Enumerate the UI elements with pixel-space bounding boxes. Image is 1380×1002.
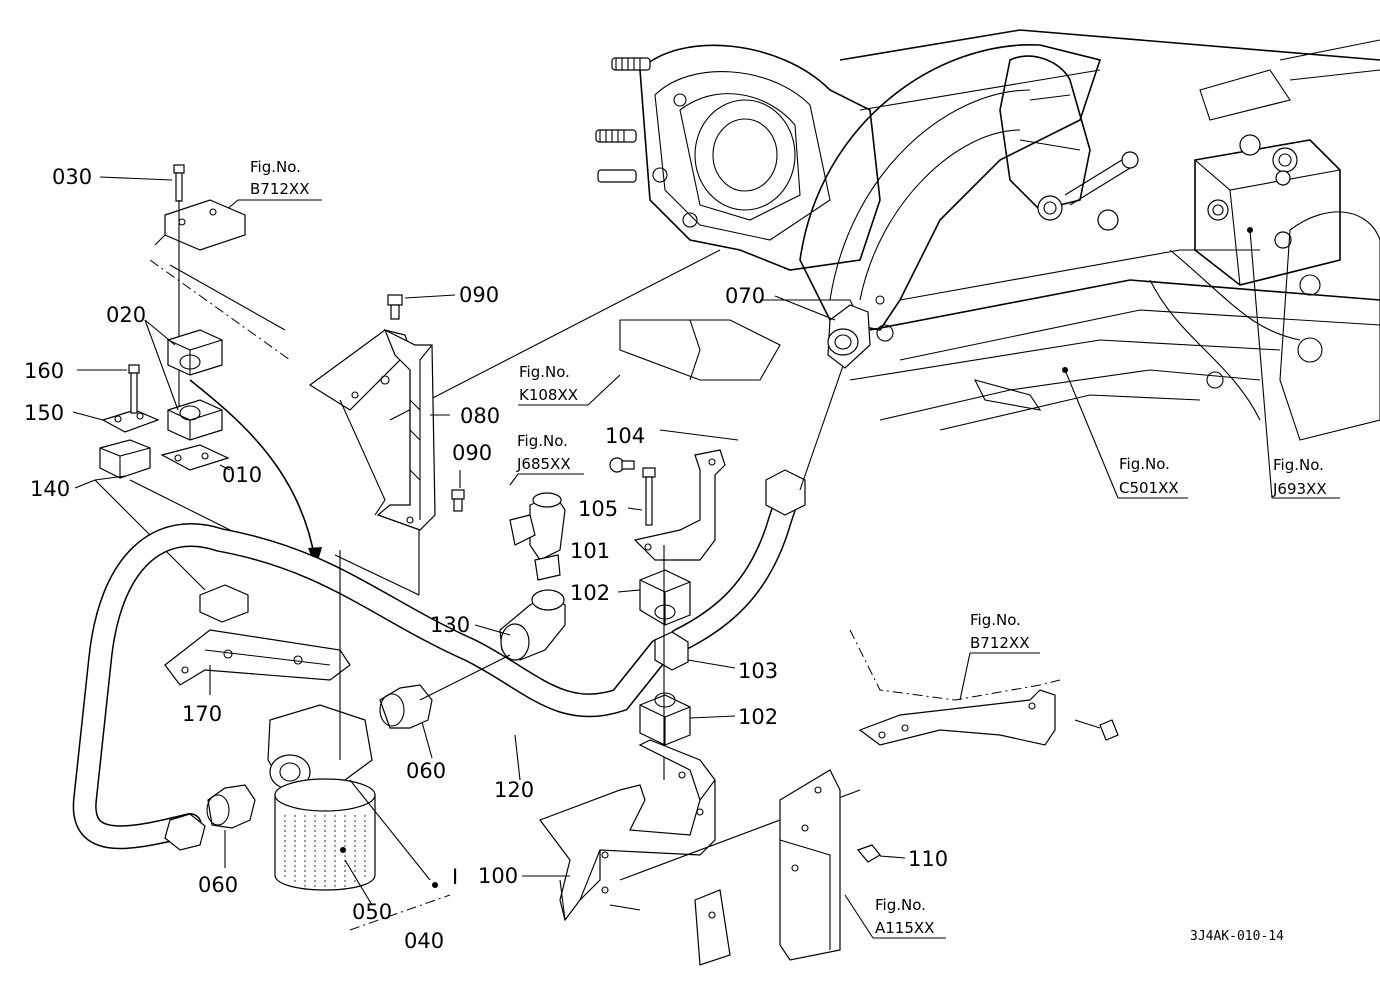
part-label-130: 130 [430,613,470,637]
part-label-104: 104 [605,424,645,448]
upper-plate-assembly [99,164,291,430]
part-label-110: 110 [908,847,948,871]
part-label-010: 010 [222,463,262,487]
fig-ref-k108-code: K108XX [519,386,578,404]
part-label-170: 170 [182,702,222,726]
part-label-105: 105 [578,497,618,521]
fig-ref-c501-code: C501XX [1119,479,1179,497]
oil-filter-assembly [206,550,451,931]
fig-ref-k108-label: Fig.No. [519,363,570,381]
elbow-fitting-070 [774,295,871,369]
hydraulic-hose-120 [72,359,846,851]
elbow-fitting-130 [419,492,566,701]
part-label-020: 020 [106,303,146,327]
bracket-101-assembly [609,449,736,780]
part-label-103: 103 [738,659,778,683]
fig-ref-b712-top-code: B712XX [250,180,309,198]
part-label-060-upper: 060 [406,759,446,783]
part-label-101: 101 [570,539,610,563]
part-label-050: 050 [352,900,392,924]
part-label-140: 140 [30,477,70,501]
frame-plate-assembly [694,629,1119,966]
fig-ref-j693-label: Fig.No. [1273,456,1324,474]
part-label-090-lower: 090 [452,441,492,465]
fig-ref-b712-right-label: Fig.No. [970,611,1021,629]
part-label-120: 120 [494,778,534,802]
part-label-070: 070 [725,284,765,308]
reference-leaders [219,199,1340,939]
part-label-160: 160 [24,359,64,383]
part-label-060-lower: 060 [198,873,238,897]
fig-ref-b712-top-label: Fig.No. [250,158,301,176]
part-label-100: 100 [478,864,518,888]
part-label-080: 080 [460,404,500,428]
part-label-040: 040 [404,929,444,953]
bracket-080 [308,294,465,596]
figure-reference-labels: Fig.No. B712XX Fig.No. K108XX Fig.No. J6… [250,158,1327,944]
part-label-030: 030 [52,165,92,189]
fig-ref-b712-right-code: B712XX [970,634,1029,652]
marker-i: I [452,865,458,889]
part-label-102-upper: 102 [570,581,610,605]
fig-ref-j693-code: J693XX [1272,480,1327,498]
plate-170 [164,584,351,695]
fig-ref-j685-label: Fig.No. [517,432,568,450]
fig-ref-c501-label: Fig.No. [1119,455,1170,473]
fig-ref-j685-code: J685XX [516,455,571,473]
clamp-assembly [72,319,322,591]
part-label-150: 150 [24,401,64,425]
part-number-labels: 030 020 160 150 140 010 090 080 090 070 … [24,165,948,953]
part-label-102-lower: 102 [738,705,778,729]
part-label-090-top: 090 [459,283,499,307]
tractor-assembly-illustration [595,29,1380,441]
fig-ref-a115-code: A115XX [875,919,934,937]
fig-ref-a115-label: Fig.No. [875,896,926,914]
drawing-code: 3J4AK-010-14 [1190,929,1284,944]
